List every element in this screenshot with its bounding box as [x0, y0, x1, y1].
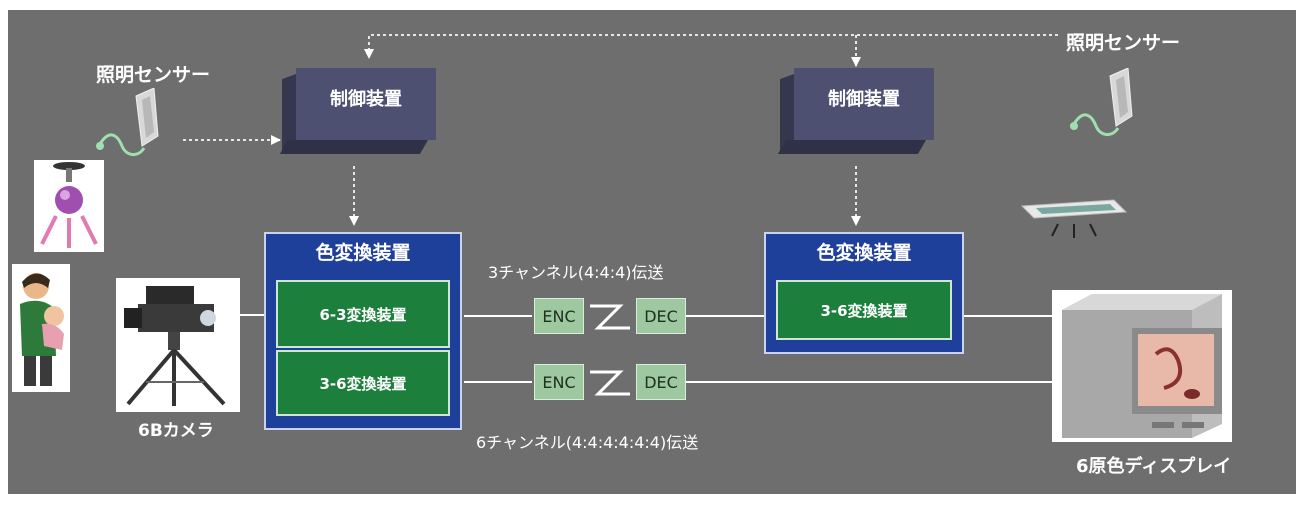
- camera-on-tripod-icon: [116, 278, 240, 412]
- color-converter-left: 色変換装置 6-3変換装置 3-6変換装置: [264, 232, 462, 430]
- color-converter-right: 色変換装置 3-6変換装置: [764, 232, 964, 354]
- camera-label: 6Bカメラ: [138, 421, 214, 441]
- converter-3-6-right: 3-6変換装置: [776, 280, 952, 340]
- diagram-canvas: 照明センサー 照明センサー 制御装置 制御装置: [8, 10, 1296, 494]
- converter-6-3: 6-3変換装置: [276, 280, 450, 348]
- sensor-link-dotted: [364, 34, 1058, 59]
- control-unit-right-label: 制御装置: [828, 89, 900, 110]
- encoder-6ch: ENC: [534, 364, 584, 400]
- channel-3-label: 3チャンネル(4:4:4)伝送: [488, 263, 664, 282]
- mother-child-subject-icon: [12, 264, 70, 392]
- converter-3-6-left: 3-6変換装置: [276, 350, 450, 416]
- display-label: 6原色ディスプレイ: [1076, 456, 1232, 477]
- control-unit-left-label: 制御装置: [330, 89, 402, 110]
- color-converter-left-title: 色変換装置: [315, 242, 411, 264]
- decoder-6ch: DEC: [636, 364, 686, 400]
- sensor-label-right: 照明センサー: [1066, 32, 1181, 54]
- sensor-label-left: 照明センサー: [96, 64, 211, 86]
- color-converter-right-title: 色変換装置: [816, 242, 912, 264]
- light-sensor-icon: [96, 88, 159, 156]
- control-unit-left: 制御装置: [296, 68, 436, 140]
- encoder-3ch: ENC: [534, 298, 584, 334]
- ceiling-fluorescent-lamp-icon: [1020, 199, 1128, 238]
- converter-3-6-right-label: 3-6変換装置: [820, 301, 908, 320]
- control-unit-right: 制御装置: [794, 68, 934, 140]
- decoder-3ch: DEC: [636, 298, 686, 334]
- crt-display-icon: [1052, 290, 1232, 442]
- converter-6-3-label: 6-3変換装置: [319, 305, 407, 324]
- light-sensor-icon-right: [1070, 68, 1133, 136]
- converter-3-6-left-label: 3-6変換装置: [319, 374, 407, 393]
- ceiling-lamp-icon: [34, 160, 104, 252]
- channel-6-label: 6チャンネル(4:4:4:4:4:4)伝送: [476, 433, 699, 452]
- connector-lines: [183, 34, 1058, 396]
